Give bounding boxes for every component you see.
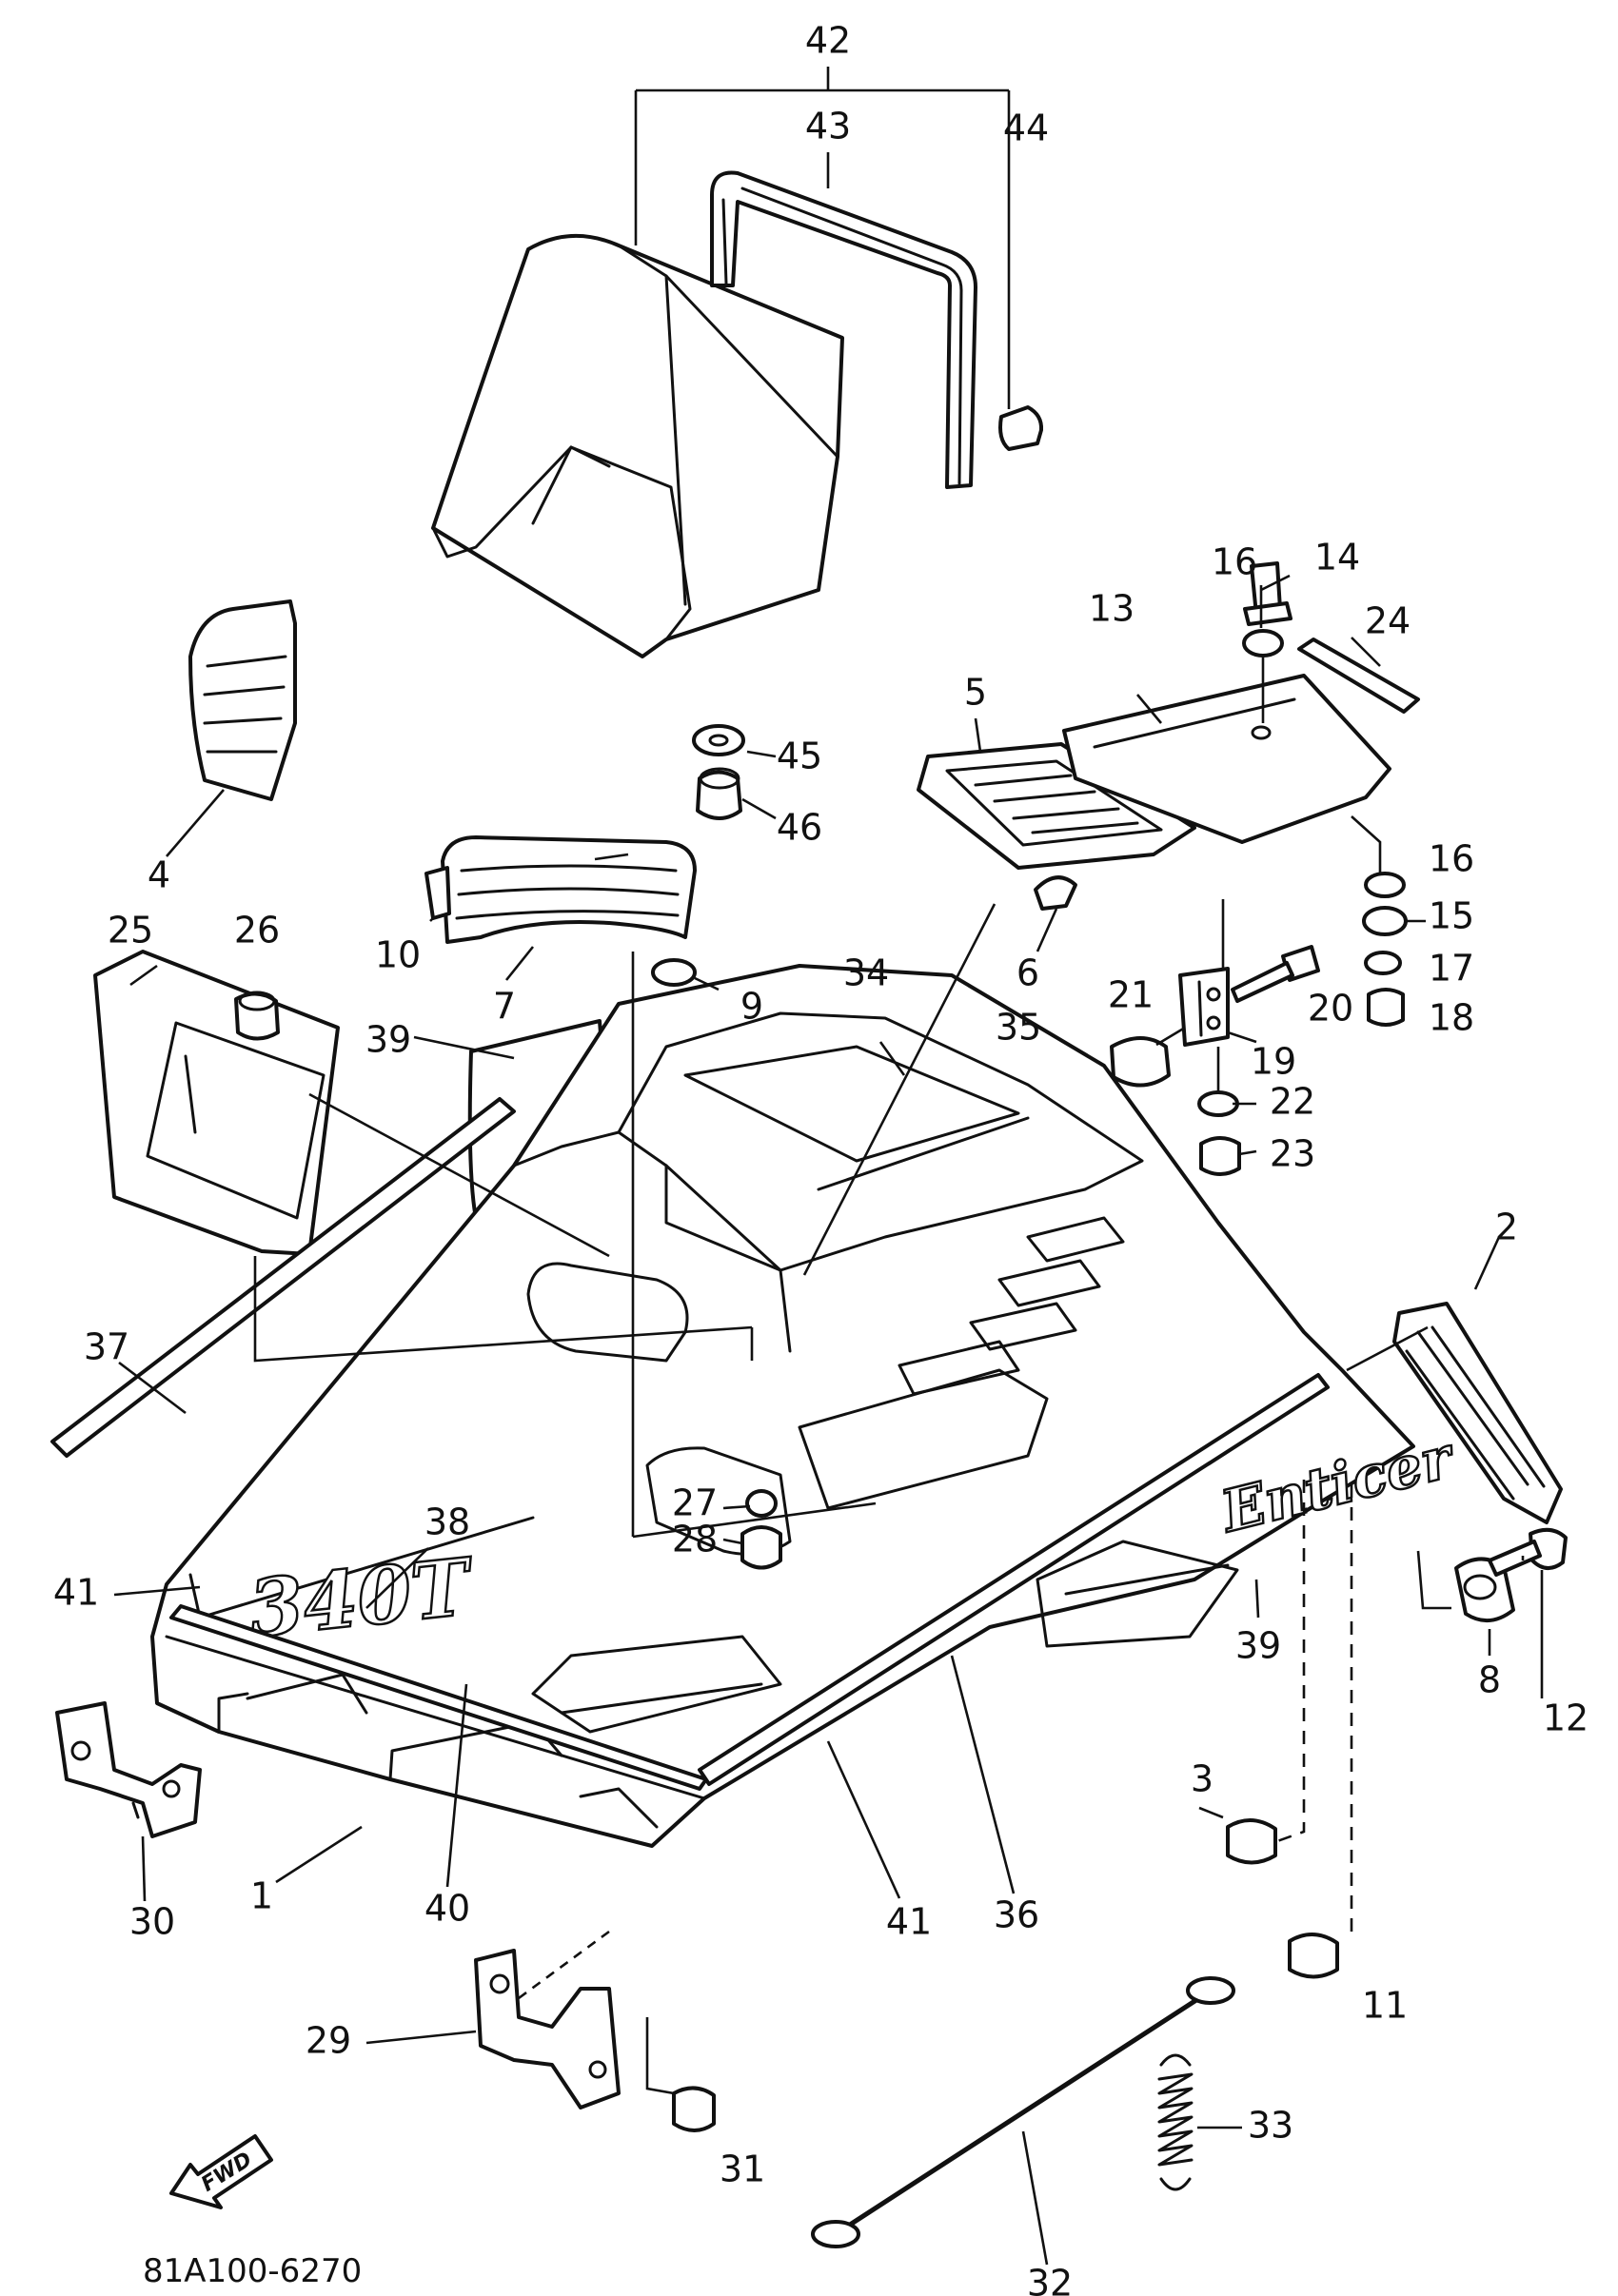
callout-15: 15 <box>1429 895 1474 937</box>
seal-37 <box>50 1097 516 1458</box>
callout-4: 4 <box>148 854 170 896</box>
bolt-14 <box>1243 561 1292 626</box>
washer-15 <box>1362 906 1408 936</box>
washer-16-upper <box>1242 629 1284 657</box>
latch-6 <box>1034 875 1077 911</box>
bolt-20 <box>1231 945 1320 1003</box>
callout-14: 14 <box>1314 537 1360 579</box>
callout-17: 17 <box>1429 948 1474 990</box>
callout-2: 2 <box>1495 1207 1518 1248</box>
windshield <box>431 233 844 658</box>
trim-41 <box>698 1373 1330 1786</box>
spring-33 <box>1157 2053 1194 2191</box>
callout-11: 11 <box>1362 1985 1408 2027</box>
washer-17 <box>1364 951 1402 975</box>
grommet-28 <box>740 1525 782 1570</box>
callout-9: 9 <box>740 986 763 1028</box>
callout-25: 25 <box>108 910 153 952</box>
grommet-26 <box>234 991 280 1041</box>
callout-18: 18 <box>1429 997 1474 1039</box>
hinge-30 <box>55 1701 202 1838</box>
callout-labels: 42 43 44 4 14 16 13 24 5 45 46 16 15 17 … <box>53 20 1588 2296</box>
callout-27: 27 <box>672 1482 718 1524</box>
fwd-arrow-icon: FWD <box>169 2134 273 2209</box>
callout-5: 5 <box>964 672 987 714</box>
callout-12: 12 <box>1543 1697 1588 1739</box>
callout-34: 34 <box>843 952 889 994</box>
callout-43: 43 <box>805 106 851 147</box>
callout-16-upper: 16 <box>1212 541 1257 583</box>
trim-clip <box>998 405 1044 451</box>
callout-30: 30 <box>129 1901 175 1943</box>
callout-42: 42 <box>805 20 851 62</box>
callout-38: 38 <box>424 1501 470 1543</box>
main-hood <box>150 964 1415 1848</box>
grommet-11 <box>1288 1933 1339 1979</box>
callout-6: 6 <box>1016 952 1039 994</box>
callout-36: 36 <box>994 1894 1039 1936</box>
grommet-21 <box>1110 1036 1171 1088</box>
callout-8: 8 <box>1478 1659 1501 1701</box>
washer-16-lower <box>1364 872 1406 898</box>
callout-22: 22 <box>1270 1081 1315 1123</box>
side-grille <box>188 599 297 801</box>
hinge-29 <box>474 1949 621 2110</box>
callout-16-lower: 16 <box>1429 838 1474 880</box>
callout-35: 35 <box>996 1007 1041 1049</box>
callout-20: 20 <box>1308 988 1353 1030</box>
cable-32 <box>811 1976 1235 2248</box>
vent-cover <box>441 835 697 944</box>
callout-21: 21 <box>1108 974 1154 1016</box>
grommet-27 <box>745 1489 778 1518</box>
callout-23: 23 <box>1270 1133 1315 1175</box>
leader-lines <box>113 67 1544 2266</box>
callout-29: 29 <box>306 2020 351 2062</box>
callout-39-lower: 39 <box>1235 1625 1281 1667</box>
grommet-31 <box>672 2086 716 2132</box>
callout-19: 19 <box>1251 1041 1296 1083</box>
headlight-bezel <box>93 950 340 1256</box>
callout-3: 3 <box>1191 1758 1214 1800</box>
bolt-12 <box>1488 1527 1568 1577</box>
callout-39-upper: 39 <box>365 1019 411 1061</box>
callout-28: 28 <box>672 1519 718 1560</box>
nut-9 <box>651 958 697 987</box>
callout-10: 10 <box>375 934 421 976</box>
cover-plate <box>1062 674 1391 844</box>
drawing-code: 81A100-6270 <box>143 2252 362 2290</box>
callout-33: 33 <box>1248 2105 1293 2147</box>
collar-46 <box>696 770 742 820</box>
washer-22 <box>1197 1090 1239 1117</box>
callout-41-right: 41 <box>886 1901 932 1943</box>
callout-46: 46 <box>777 807 822 849</box>
callout-41-left: 41 <box>53 1572 99 1614</box>
side-grille-2 <box>1392 1302 1563 1524</box>
callout-24: 24 <box>1365 600 1411 642</box>
callout-7: 7 <box>493 986 516 1028</box>
callout-44: 44 <box>1003 108 1049 149</box>
windshield-trim <box>710 170 977 489</box>
callout-32: 32 <box>1027 2263 1073 2296</box>
callout-1: 1 <box>250 1875 273 1917</box>
callout-37: 37 <box>84 1326 129 1368</box>
callout-45: 45 <box>777 736 822 777</box>
callout-26: 26 <box>234 910 280 952</box>
grommet-3 <box>1226 1818 1277 1865</box>
nut-18 <box>1367 988 1405 1027</box>
callout-31: 31 <box>720 2149 765 2190</box>
clip-10 <box>424 866 451 920</box>
pin-24 <box>1297 638 1420 714</box>
callout-13: 13 <box>1089 588 1135 630</box>
callout-40: 40 <box>424 1888 470 1930</box>
nut-23 <box>1199 1136 1241 1176</box>
bracket-19 <box>1178 967 1230 1047</box>
console-grille <box>917 742 1196 870</box>
washer-45 <box>692 724 745 756</box>
parts-drawing: 340T Enticer <box>50 170 1568 2248</box>
